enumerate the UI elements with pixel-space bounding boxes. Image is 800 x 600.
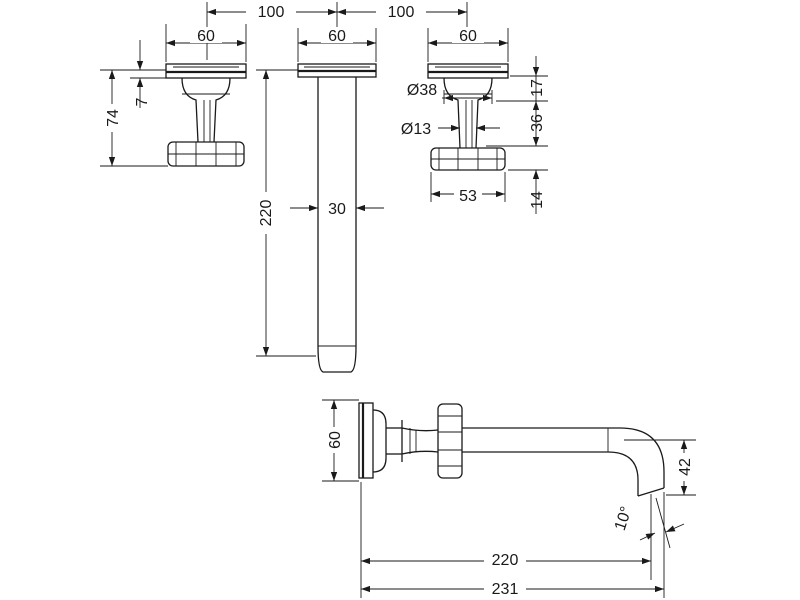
dim-label-diameter-38: Ø38: [407, 82, 437, 99]
dim-label-60-right: 60: [459, 28, 477, 45]
dim-60-right: 60: [427, 27, 509, 62]
dim-17: 17: [496, 56, 548, 102]
dim-10-degree: 10°: [612, 494, 685, 580]
dim-36: 36: [486, 101, 548, 147]
dim-label-60-center: 60: [328, 28, 346, 45]
dim-label-231: 231: [492, 581, 519, 598]
dim-label-36: 36: [529, 114, 546, 132]
dim-14: 14: [508, 169, 548, 214]
dim-60-side: 60: [322, 399, 359, 482]
spout-side-drawing: [358, 402, 665, 497]
dim-220-vertical: 220: [256, 69, 316, 357]
dim-label-60-side: 60: [327, 431, 344, 449]
spout-front-drawing: [297, 63, 377, 373]
dim-60-center: 60: [297, 27, 377, 62]
dim-label-42: 42: [677, 458, 694, 476]
dim-231: 231: [361, 492, 665, 598]
dim-label-220-vertical: 220: [258, 200, 275, 227]
dim-label-220-horizontal: 220: [492, 552, 519, 569]
dim-label-10-degree: 10°: [612, 504, 636, 532]
dim-label-7: 7: [134, 97, 151, 106]
dim-220-horizontal: 220: [360, 482, 651, 598]
dim-30: 30: [290, 201, 384, 218]
dim-100-left: 100: [206, 2, 338, 60]
dim-diameter-38: Ø38: [407, 82, 493, 104]
dim-label-14: 14: [529, 191, 546, 209]
dim-60-left: 60: [165, 24, 247, 62]
dim-label-30: 30: [328, 201, 346, 218]
dim-label-100-right: 100: [388, 4, 415, 21]
dim-7: 7: [130, 40, 166, 108]
dim-label-60-left: 60: [197, 28, 215, 45]
dim-74: 74: [100, 69, 168, 167]
dim-53: 53: [430, 172, 506, 205]
dim-42: 42: [624, 439, 696, 496]
dim-label-74: 74: [105, 109, 122, 127]
dim-100-right: 100: [337, 2, 468, 30]
dim-diameter-13: Ø13: [401, 121, 500, 138]
dim-label-17: 17: [529, 79, 546, 97]
right-handle-drawing: [427, 63, 509, 171]
left-handle-drawing: [165, 63, 247, 167]
dim-label-53: 53: [459, 188, 477, 205]
dim-label-100-left: 100: [258, 4, 285, 21]
dim-label-diameter-13: Ø13: [401, 121, 431, 138]
